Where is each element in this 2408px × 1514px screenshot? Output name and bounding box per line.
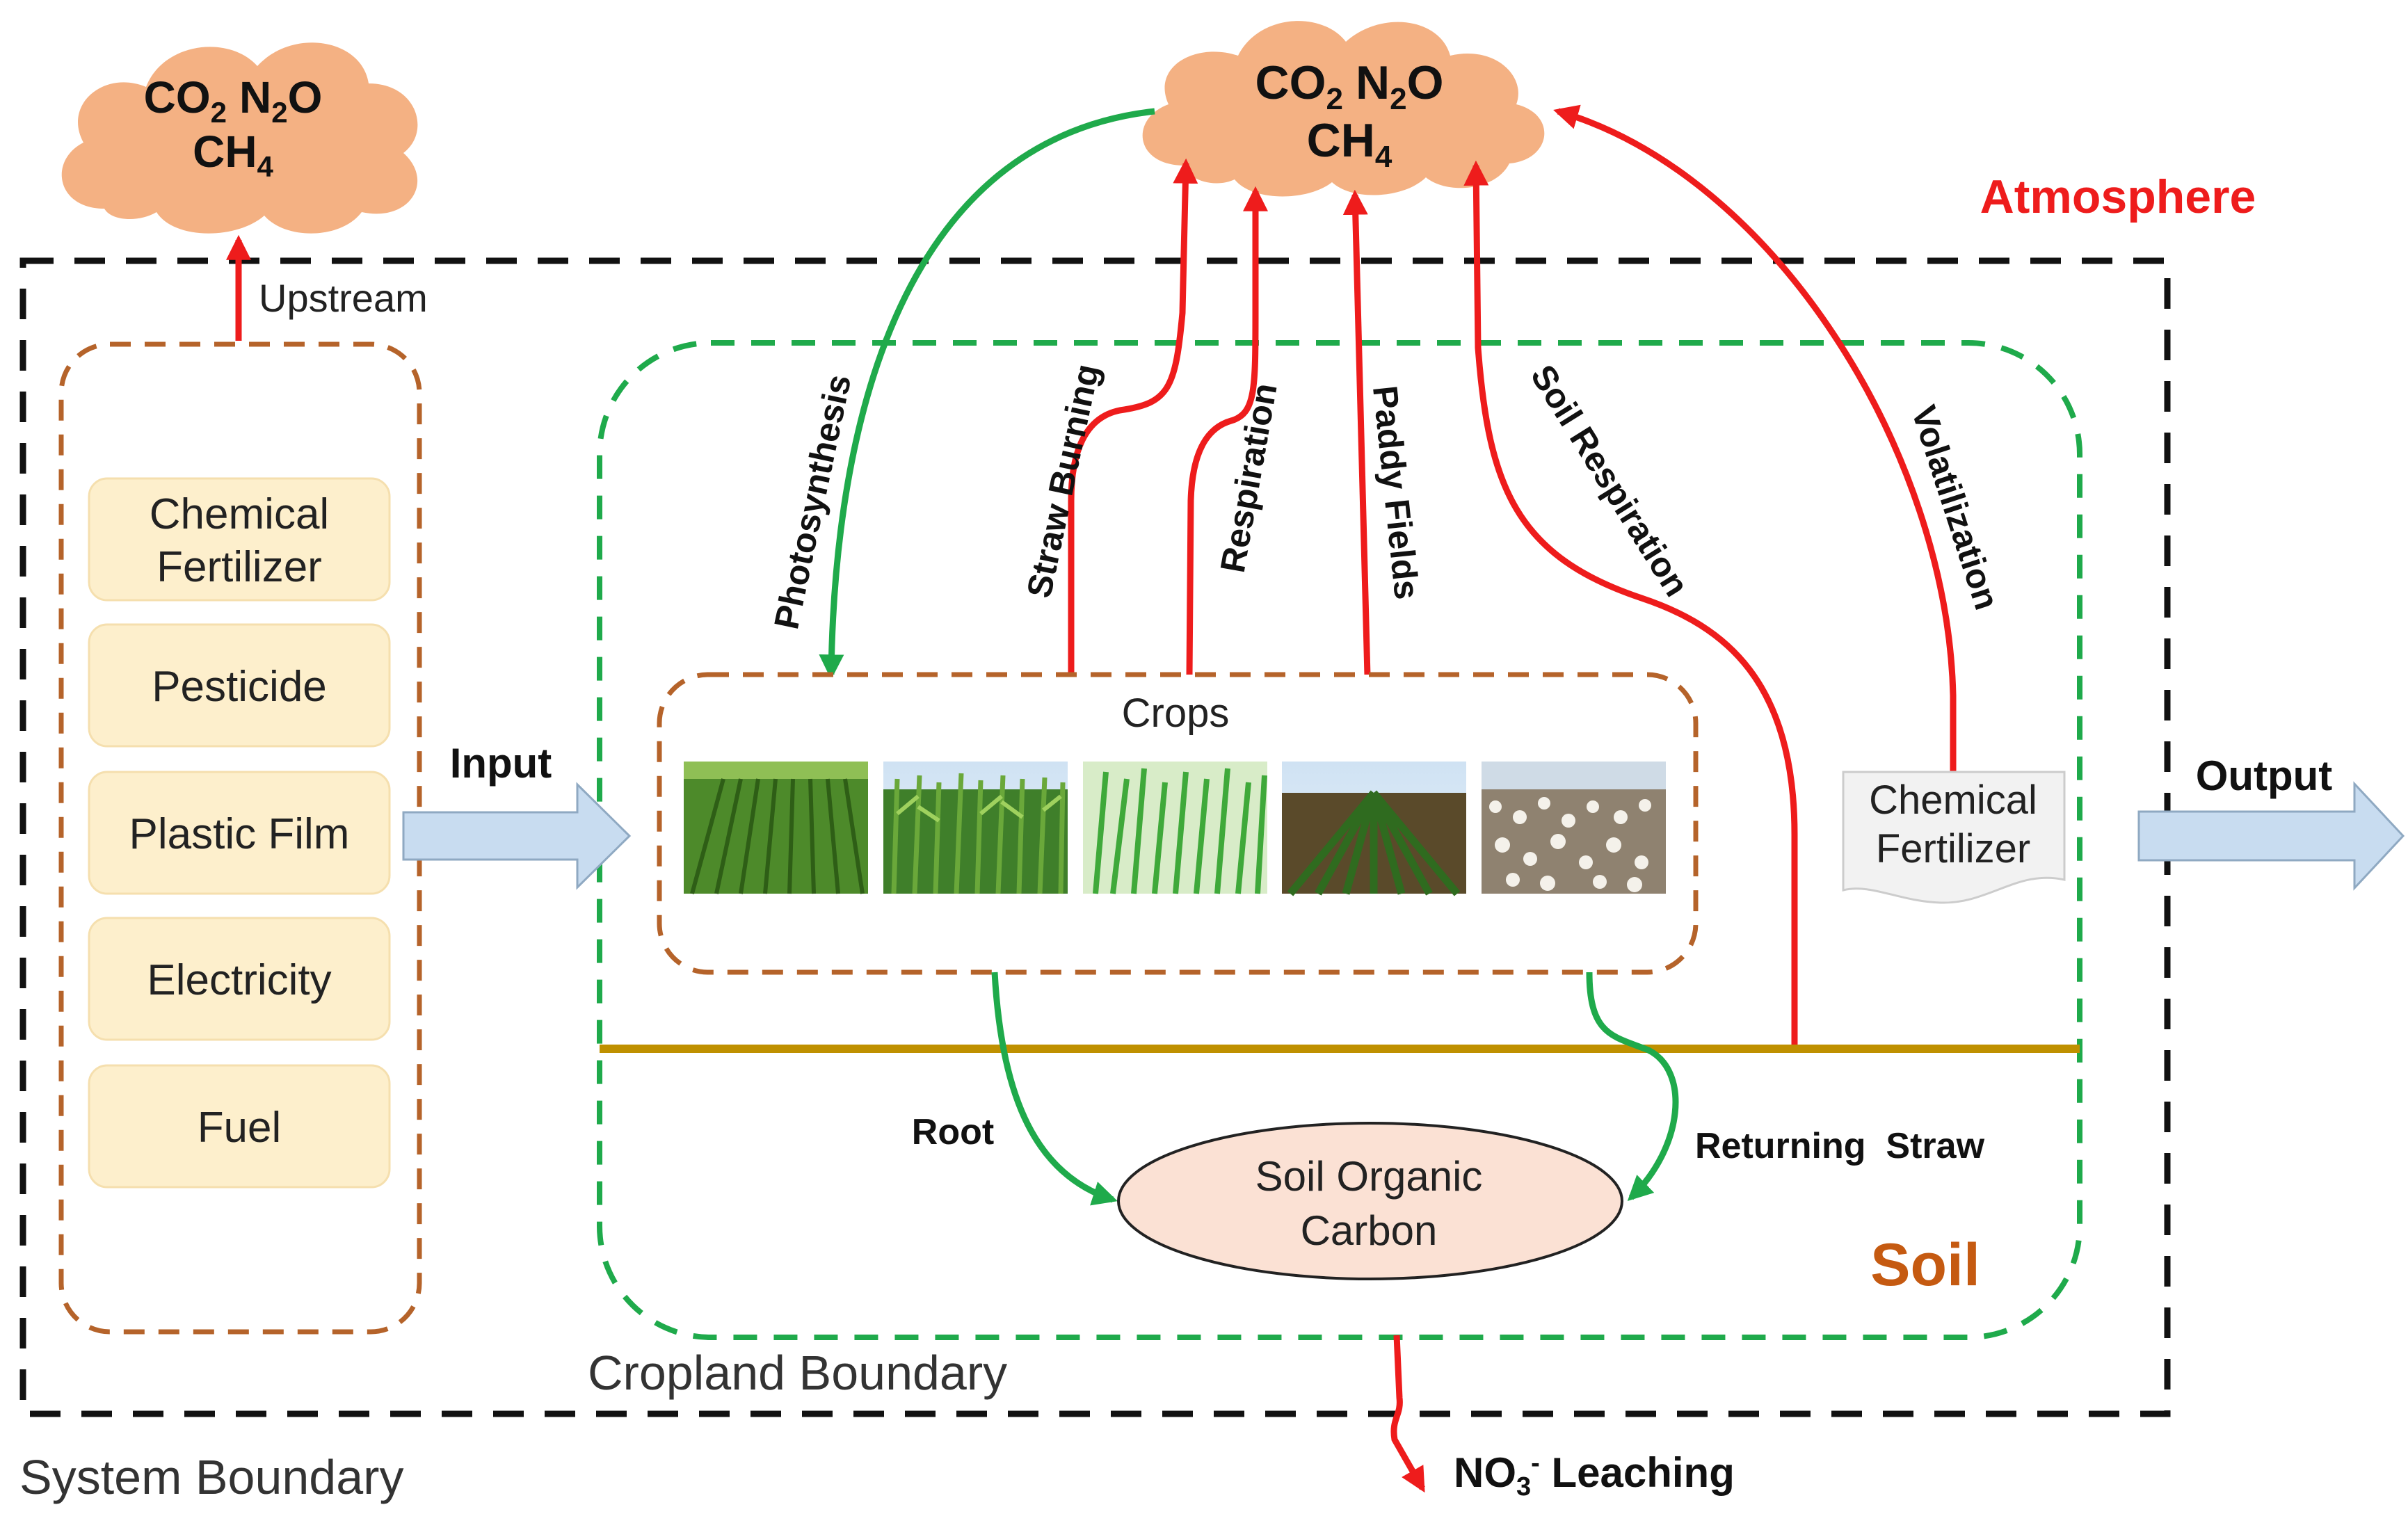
- input-item-electricity: Electricity: [88, 917, 391, 1041]
- input-arrow: Input: [402, 740, 632, 890]
- soil-organic-carbon-pool: Soil Organic Carbon: [1117, 1122, 1623, 1280]
- ch4-text: CH: [193, 127, 257, 177]
- soil-respiration-label: Soil Respiration: [1523, 358, 1696, 603]
- upstream-label: Upstream: [259, 276, 428, 320]
- output-label: Output: [2196, 752, 2333, 799]
- output-arrow: Output: [2137, 752, 2405, 891]
- soil-label: Soil: [1870, 1232, 1980, 1298]
- co2-text: CO: [144, 72, 211, 122]
- input-item-label: Plastic Film: [129, 810, 350, 858]
- input-item-label-line2: Fertilizer: [156, 543, 322, 591]
- crop-image-maize: [883, 762, 1068, 894]
- soc-label-line2: Carbon: [1301, 1207, 1438, 1254]
- emission-gases-line2: CH4: [1307, 114, 1392, 174]
- n2o-text-a: N: [239, 72, 271, 122]
- nitrate-leaching-arrow: [1390, 1335, 1425, 1493]
- input-item-label: Fuel: [198, 1104, 282, 1152]
- co2-subscript: 2: [211, 96, 227, 129]
- root-label: Root: [912, 1112, 994, 1152]
- straw-burning-arrow: [1068, 158, 1198, 676]
- n2o-text-b: O: [1407, 56, 1444, 109]
- straw-burning-label: Straw Burning: [1019, 361, 1107, 602]
- ch4-subscript: 4: [257, 150, 274, 183]
- ch4-subscript: 4: [1375, 140, 1392, 174]
- leaching-no-text: NO: [1454, 1449, 1516, 1496]
- n2o-text-a: N: [1356, 56, 1390, 109]
- crop-image-rice: [1083, 762, 1267, 894]
- system-boundary-label: System Boundary: [19, 1450, 403, 1504]
- leaching-superscript: -: [1531, 1449, 1540, 1478]
- input-item-chemical-fertilizer: Chemical Fertilizer: [88, 477, 391, 602]
- respiration-arrow: [1186, 186, 1268, 677]
- leaching-word: Leaching: [1540, 1449, 1735, 1496]
- returning-straw-label: Returning Straw: [1695, 1126, 1985, 1166]
- n2o-subscript: 2: [271, 96, 287, 129]
- input-item-label: Electricity: [147, 956, 331, 1004]
- root-carbon-arrow: [991, 972, 1118, 1206]
- co2-text: CO: [1255, 56, 1326, 109]
- input-item-pesticide: Pesticide: [88, 623, 391, 748]
- input-item-label-line1: Chemical: [150, 490, 329, 538]
- returning-straw-arrow: [1586, 972, 1679, 1201]
- crop-image-wheat: [684, 762, 868, 894]
- crop-image-cotton: [1482, 762, 1666, 894]
- co2-subscript: 2: [1326, 82, 1343, 116]
- soil-respiration-arrow: [1463, 160, 1798, 1049]
- nitrate-leaching-label: NO3- Leaching: [1454, 1449, 1735, 1501]
- cropland-boundary-label: Cropland Boundary: [588, 1346, 1007, 1400]
- emission-gases-line2: CH4: [193, 127, 273, 183]
- paddy-fields-arrow: [1342, 189, 1371, 677]
- ch4-text: CH: [1307, 114, 1375, 167]
- photosynthesis-arrow: [819, 108, 1155, 680]
- input-item-plastic-film: Plastic Film: [88, 771, 391, 895]
- volatilization-arrow: [1553, 104, 1957, 772]
- fertilizer-doc-line2: Fertilizer: [1876, 826, 2030, 871]
- n2o-text-b: O: [288, 72, 323, 122]
- input-label: Input: [450, 740, 552, 787]
- crops-label: Crops: [1122, 691, 1230, 736]
- crop-image-soybean: [1282, 762, 1466, 896]
- respiration-label: Respiration: [1213, 380, 1285, 576]
- leaching-subscript: 3: [1516, 1472, 1531, 1501]
- soc-label-line1: Soil Organic: [1255, 1153, 1483, 1200]
- fertilizer-doc-line1: Chemical: [1869, 778, 2037, 823]
- paddy-fields-label: Paddy Fields: [1365, 384, 1427, 602]
- atmosphere-label: Atmosphere: [1980, 170, 2256, 223]
- chemical-fertilizer-document: Chemical Fertilizer: [1842, 771, 2066, 904]
- input-item-label: Pesticide: [152, 663, 327, 711]
- n2o-subscript: 2: [1390, 82, 1406, 116]
- input-item-fuel: Fuel: [88, 1064, 391, 1189]
